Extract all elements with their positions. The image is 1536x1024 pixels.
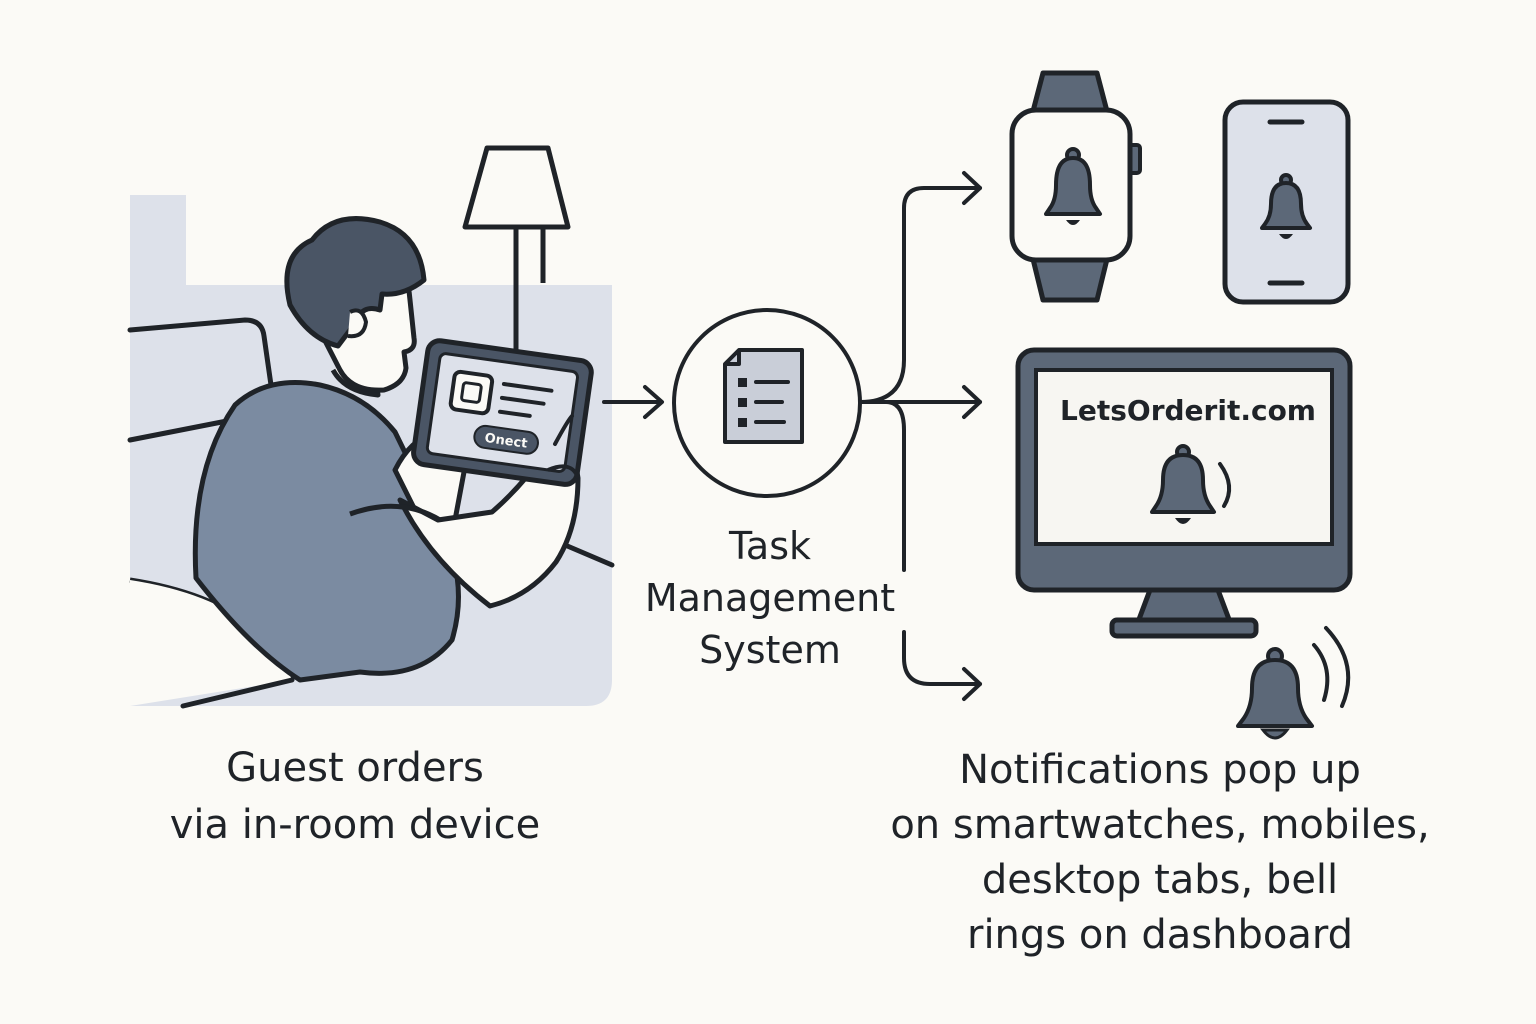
tablet-button-label: Onect — [484, 431, 529, 452]
arrow-icon — [602, 385, 664, 419]
floor-lamp-icon — [462, 145, 571, 355]
guest-hair — [284, 216, 427, 349]
task-management-label: Task Management System — [644, 524, 896, 672]
sound-waves-icon — [1218, 462, 1232, 508]
sound-waves-icon — [1312, 626, 1351, 708]
tablet-app-icon — [448, 369, 495, 416]
dashboard-bell — [1236, 626, 1351, 740]
bell-icon — [1150, 444, 1216, 524]
smartwatch-icon — [1009, 70, 1142, 303]
desktop-monitor-icon: LetsOrderit.com — [1015, 347, 1353, 639]
guest-step-caption: Guest orders via in-room device — [169, 745, 541, 848]
guest-scene: Onect — [127, 145, 615, 709]
task-list-icon — [723, 348, 804, 444]
branch-connectors — [858, 171, 982, 701]
bell-icon — [1044, 147, 1102, 225]
bell-icon — [1260, 173, 1312, 239]
tablet-connect-button — [473, 424, 539, 455]
monitor-site-name: LetsOrderit.com — [1060, 394, 1316, 427]
bell-icon — [1236, 647, 1314, 740]
smartphone-icon — [1222, 99, 1351, 305]
notifications-caption: Notifications pop up on smartwatches, mo… — [890, 747, 1430, 958]
task-management-node — [672, 308, 862, 498]
tablet-icon: Onect — [411, 338, 594, 487]
